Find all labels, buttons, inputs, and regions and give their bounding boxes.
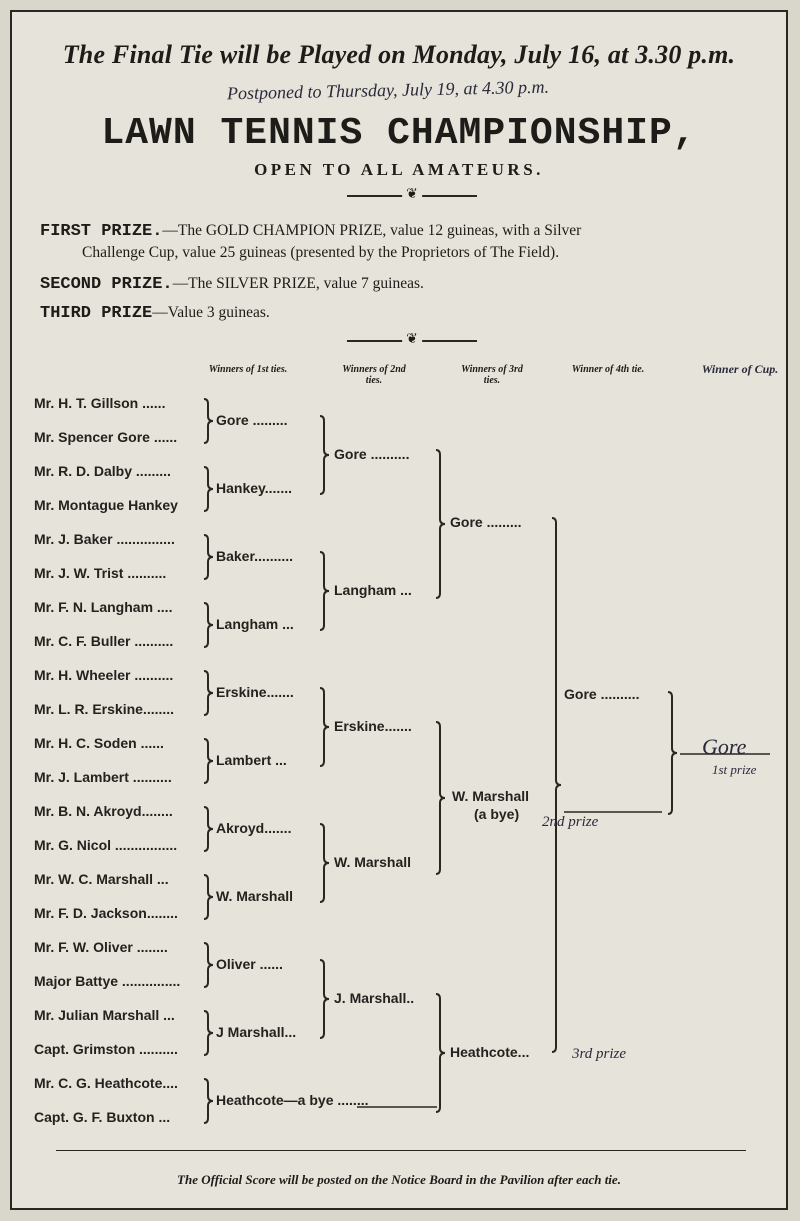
- entrant-row: Mr. C. F. Buller ..........: [34, 633, 174, 649]
- entrant-row: Mr. F. N. Langham ....: [34, 599, 173, 615]
- round2-winner: W. Marshall: [334, 854, 412, 870]
- page-subtitle: OPEN TO ALL AMATEURS.: [254, 160, 544, 179]
- entrant-row: Mr. L. R. Erskine........: [34, 701, 175, 717]
- first-prize-line: FIRST PRIZE.—The GOLD CHAMPION PRIZE, va…: [40, 222, 581, 241]
- first-prize-text-2: Challenge Cup, value 25 guineas (present…: [82, 244, 560, 261]
- entrant-row: Mr. H. Wheeler ..........: [34, 667, 174, 683]
- round1-brace: [203, 602, 214, 648]
- entrant-row: Capt. G. F. Buxton ...: [34, 1109, 171, 1125]
- notice-sheet: The Final Tie will be Played on Monday, …: [10, 10, 788, 1210]
- entrant-row: Mr. F. D. Jackson........: [34, 905, 178, 921]
- third-prize-text: —Value 3 guineas.: [152, 304, 270, 321]
- entrant-row: Mr. G. Nicol ................: [34, 837, 178, 853]
- round3-bye-note: (a bye): [474, 806, 520, 822]
- round2-brace: [319, 551, 330, 631]
- round1-winner: Hankey.......: [216, 480, 292, 496]
- round3-brace: [435, 721, 446, 875]
- entrant-row: Mr. F. W. Oliver ........: [34, 939, 168, 955]
- entrant-row: Mr. W. C. Marshall ...: [34, 871, 169, 887]
- round2-brace: [319, 823, 330, 903]
- first-prize-text: —The GOLD CHAMPION PRIZE, value 12 guine…: [162, 222, 582, 239]
- final-tie-announcement: The Final Tie will be Played on Monday, …: [62, 40, 736, 69]
- round1-winner: Gore .........: [216, 412, 288, 428]
- round1-brace: [203, 1078, 214, 1124]
- bracket-lines: [203, 398, 770, 1124]
- round1-winner: J Marshall...: [216, 1024, 297, 1040]
- first-prize-label: FIRST PRIZE.: [40, 222, 163, 241]
- third-prize-line: THIRD PRIZE—Value 3 guineas.: [40, 304, 270, 323]
- entrant-row: Mr. H. T. Gillson ......: [34, 395, 166, 411]
- round1-brace: [203, 874, 214, 920]
- round1-winner: Heathcote—a bye ........: [216, 1092, 369, 1108]
- round2-brace: [319, 415, 330, 495]
- round1-brace: [203, 738, 214, 784]
- column-heading-tie1: Winners of 1st ties.: [208, 364, 288, 375]
- second-prize-text: —The SILVER PRIZE, value 7 guineas.: [172, 275, 424, 292]
- round1-brace: [203, 534, 214, 580]
- round1-brace: [203, 942, 214, 988]
- round1-brace: [203, 398, 214, 444]
- round2-brace: [319, 959, 330, 1039]
- entrant-row: Mr. Julian Marshall ...: [34, 1007, 175, 1023]
- round1-winner: Baker..........: [216, 548, 294, 564]
- column-heading-cup: Winner of Cup.: [701, 362, 779, 376]
- round4-winner: Gore ..........: [564, 686, 640, 702]
- page-title: LAWN TENNIS CHAMPIONSHIP,: [101, 112, 697, 155]
- round1-winner: Erskine.......: [216, 684, 294, 700]
- round4-brace: [551, 517, 562, 1053]
- ornamental-divider-bottom: [347, 340, 477, 342]
- handwritten-first-prize: 1st prize: [712, 762, 757, 777]
- footer-divider: [56, 1150, 746, 1151]
- entrant-row: Capt. Grimston ..........: [34, 1041, 178, 1057]
- round2-brace: [319, 687, 330, 767]
- handwritten-third-prize: 3rd prize: [572, 1046, 627, 1062]
- column-heading-tie4: Winner of 4th tie.: [571, 364, 645, 375]
- round2-winner: Langham ...: [334, 582, 412, 598]
- round1-brace: [203, 1010, 214, 1056]
- entrant-row: Mr. J. W. Trist ..........: [34, 565, 167, 581]
- round1-brace: [203, 806, 214, 852]
- second-prize-label: SECOND PRIZE.: [40, 275, 173, 294]
- ornamental-divider-top: [347, 195, 477, 197]
- round1-brace: [203, 670, 214, 716]
- footer-note: The Official Score will be posted on the…: [177, 1172, 621, 1187]
- entrant-row: Mr. Spencer Gore ......: [34, 429, 178, 445]
- entrant-row: Mr. B. N. Akroyd........: [34, 803, 173, 819]
- entrant-row: Mr. H. C. Soden ......: [34, 735, 164, 751]
- round1-brace: [203, 466, 214, 512]
- final-brace: [667, 691, 678, 815]
- round2-winner: Gore ..........: [334, 446, 410, 462]
- round2-winner: J. Marshall..: [334, 990, 415, 1006]
- round3-winner: Gore .........: [450, 514, 522, 530]
- round1-winner: Langham ...: [216, 616, 294, 632]
- round1-winner: Akroyd.......: [216, 820, 292, 836]
- entrant-row: Mr. J. Baker ...............: [34, 531, 175, 547]
- entrant-row: Mr. Montague Hankey: [34, 497, 178, 513]
- round1-winner: Oliver ......: [216, 956, 283, 972]
- entrant-row: Mr. R. D. Dalby .........: [34, 463, 171, 479]
- round2-winner: Erskine.......: [334, 718, 412, 734]
- round1-winner: Lambert ...: [216, 752, 287, 768]
- column-heading-tie2: Winners of 2nd ties.: [342, 364, 406, 386]
- round3-winner: Heathcote...: [450, 1044, 530, 1060]
- second-prize-line: SECOND PRIZE.—The SILVER PRIZE, value 7 …: [40, 275, 424, 294]
- handwritten-champion: Gore: [702, 734, 747, 759]
- third-prize-label: THIRD PRIZE: [40, 304, 153, 323]
- round3-winner: W. Marshall: [452, 788, 530, 804]
- round1-winner: W. Marshall: [216, 888, 294, 904]
- column-heading-tie3: Winners of 3rd ties.: [461, 364, 523, 386]
- round3-brace: [435, 449, 446, 599]
- entrant-row: Mr. J. Lambert ..........: [34, 769, 172, 785]
- entrant-row: Mr. C. G. Heathcote....: [34, 1075, 178, 1091]
- round3-brace: [435, 993, 446, 1113]
- entrant-row: Major Battye ...............: [34, 973, 181, 989]
